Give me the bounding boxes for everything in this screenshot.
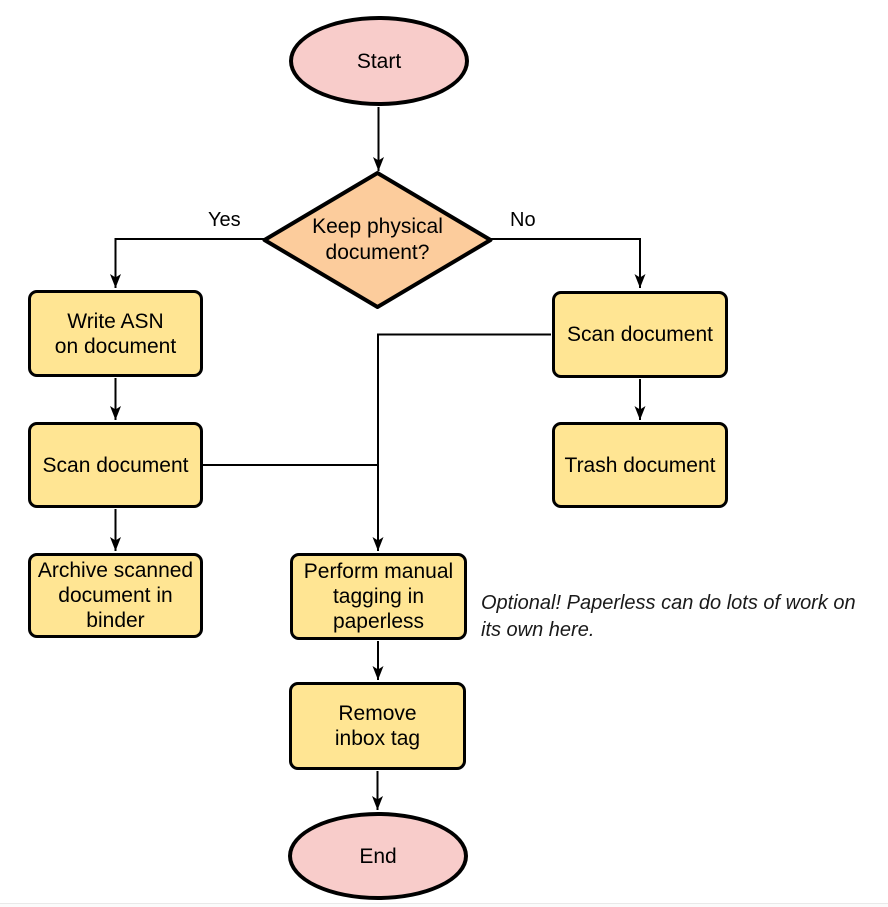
decision-question-text: Keep physical document? <box>312 215 443 264</box>
node-end-label: End <box>359 844 397 868</box>
node-start: Start <box>289 16 469 106</box>
node-start-label: Start <box>356 49 402 73</box>
node-trash-document: Trash document <box>552 422 728 508</box>
decision-diamond-shape <box>262 171 493 309</box>
node-decision-label: Keep physical document? <box>264 173 491 307</box>
edge-scan-right-to-perform-tagging <box>372 333 551 551</box>
node-write-asn-label: Write ASN on document <box>54 309 177 358</box>
node-scan-document-right: Scan document <box>552 291 728 378</box>
node-perform-tagging: Perform manual tagging in paperless <box>290 553 467 640</box>
optional-note: Optional! Paperless can do lots of work … <box>481 592 856 641</box>
edge-label-no: No <box>510 209 536 231</box>
edge-label-yes: Yes <box>208 209 241 231</box>
node-scan-document-left-label: Scan document <box>42 453 189 477</box>
node-write-asn: Write ASN on document <box>28 290 203 377</box>
node-scan-document-left: Scan document <box>28 422 203 508</box>
node-remove-inbox-tag: Remove inbox tag <box>289 682 466 770</box>
node-remove-inbox-tag-label: Remove inbox tag <box>334 702 421 750</box>
node-scan-document-right-label: Scan document <box>567 323 713 346</box>
node-perform-tagging-label: Perform manual tagging in paperless <box>303 560 454 633</box>
node-archive-binder-label: Archive scanned document in binder <box>37 559 194 632</box>
node-trash-document-label: Trash document <box>564 453 716 477</box>
node-archive-binder: Archive scanned document in binder <box>28 553 203 638</box>
node-end: End <box>288 812 468 900</box>
viewport-bottom-edge <box>0 903 888 907</box>
edge-decision-yes-to-write-asn <box>110 238 265 288</box>
edge-decision-no-to-scan-right <box>490 238 646 288</box>
